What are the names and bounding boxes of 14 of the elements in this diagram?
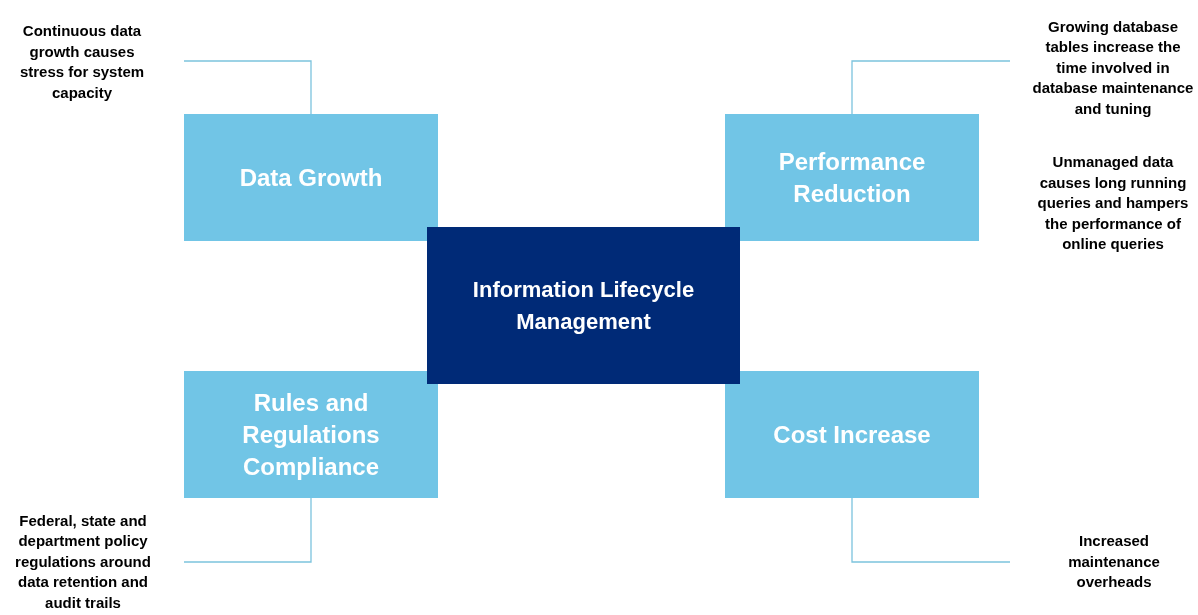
leader-line	[183, 60, 312, 115]
annotation-text: Continuous data growth causes stress for system capacity	[10, 18, 184, 106]
category-box: Rules and Regulations Compliance	[184, 371, 438, 498]
category-box: Cost Increase	[725, 371, 979, 498]
leader-line	[851, 497, 1011, 563]
annotation-text: Growing database tables increase the time involved in database maintenance and tuning	[1010, 4, 1198, 132]
category-box: Performance Reduction	[725, 114, 979, 241]
leader-line	[851, 60, 1011, 115]
annotation-text: Federal, state and department policy regulations around data retention and audit trails	[4, 510, 184, 614]
category-box: Data Growth	[184, 114, 438, 241]
annotation-text: Increased maintenance overheads	[1010, 530, 1196, 594]
leader-line	[183, 497, 312, 563]
annotation-text: Unmanaged data causes long running queries and hampers the performance of online queries	[1036, 152, 1190, 254]
central-box: Information Lifecycle Management	[427, 227, 740, 384]
